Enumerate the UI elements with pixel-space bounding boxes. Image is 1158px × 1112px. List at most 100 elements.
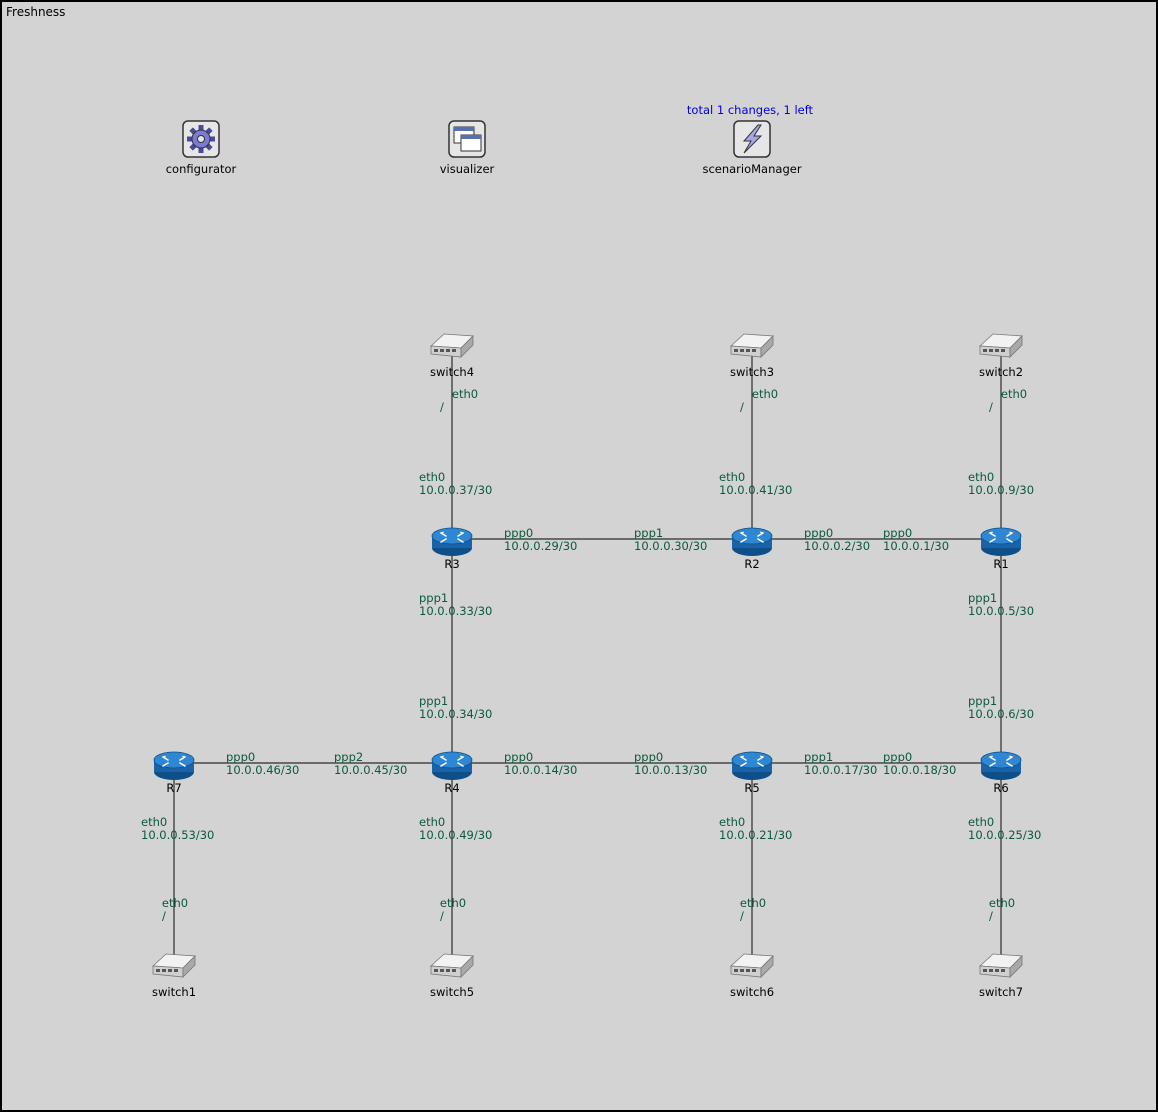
interface-name: ppp0 bbox=[634, 750, 663, 764]
configurator-label: configurator bbox=[166, 162, 237, 176]
interface-name: ppp1 bbox=[634, 526, 663, 540]
interface-address: 10.0.0.17/30 bbox=[804, 763, 877, 777]
interface-name: ppp1 bbox=[419, 694, 448, 708]
interface-name: eth0 bbox=[752, 387, 778, 401]
interface-address: 10.0.0.2/30 bbox=[804, 539, 870, 553]
switch6-label: switch6 bbox=[730, 985, 774, 999]
visualizer-module[interactable]: visualizer bbox=[440, 120, 495, 176]
interface-name: eth0 bbox=[989, 896, 1015, 910]
gear-icon bbox=[182, 120, 220, 158]
switch3-node[interactable]: switch3 bbox=[730, 333, 774, 379]
interface-name: eth0 bbox=[162, 896, 188, 910]
interface-name: ppp0 bbox=[226, 750, 255, 764]
switch4-label: switch4 bbox=[430, 365, 474, 379]
interface-address: / bbox=[740, 909, 744, 923]
switch2-node[interactable]: switch2 bbox=[979, 333, 1023, 379]
interface-address: / bbox=[989, 909, 993, 923]
R2-label: R2 bbox=[744, 557, 759, 571]
router-icon bbox=[153, 751, 195, 780]
scenarioManager-module[interactable]: scenarioManager total 1 changes, 1 left bbox=[687, 103, 814, 176]
interface-address: 10.0.0.34/30 bbox=[419, 707, 492, 721]
R3-node[interactable]: R3 bbox=[431, 527, 473, 571]
R7-node[interactable]: R7 bbox=[153, 751, 195, 795]
interface-address: 10.0.0.13/30 bbox=[634, 763, 707, 777]
links-layer: eth0/eth010.0.0.37/30eth0/eth010.0.0.41/… bbox=[141, 347, 1041, 967]
switch-icon bbox=[979, 953, 1023, 978]
switch6-node[interactable]: switch6 bbox=[730, 953, 774, 999]
switch5-label: switch5 bbox=[430, 985, 474, 999]
interface-address: 10.0.0.21/30 bbox=[719, 828, 792, 842]
R6-label: R6 bbox=[993, 781, 1008, 795]
R1-label: R1 bbox=[993, 557, 1008, 571]
interface-name: eth0 bbox=[440, 896, 466, 910]
interface-name: ppp0 bbox=[883, 526, 912, 540]
interface-name: ppp1 bbox=[419, 591, 448, 605]
router-icon bbox=[731, 751, 773, 780]
network-title: Freshness bbox=[6, 5, 66, 19]
switch1-node[interactable]: switch1 bbox=[152, 953, 196, 999]
interface-name: ppp0 bbox=[883, 750, 912, 764]
interface-address: 10.0.0.37/30 bbox=[419, 483, 492, 497]
scenarioManager-label: scenarioManager bbox=[702, 162, 801, 176]
interface-address: 10.0.0.1/30 bbox=[883, 539, 949, 553]
R4-label: R4 bbox=[444, 781, 459, 795]
interface-name: eth0 bbox=[1001, 387, 1027, 401]
scenario-status-text: total 1 changes, 1 left bbox=[687, 103, 814, 117]
configurator-module[interactable]: configurator bbox=[166, 120, 237, 176]
interface-address: / bbox=[440, 909, 444, 923]
interface-address: / bbox=[440, 400, 444, 414]
interface-address: / bbox=[989, 400, 993, 414]
switch4-node[interactable]: switch4 bbox=[430, 333, 474, 379]
router-icon bbox=[980, 527, 1022, 556]
interface-address: / bbox=[740, 400, 744, 414]
switch-icon bbox=[430, 333, 474, 358]
interface-name: eth0 bbox=[419, 815, 445, 829]
interface-name: eth0 bbox=[452, 387, 478, 401]
interface-address: 10.0.0.45/30 bbox=[334, 763, 407, 777]
switch5-node[interactable]: switch5 bbox=[430, 953, 474, 999]
lightning-icon bbox=[733, 120, 771, 158]
interface-address: 10.0.0.6/30 bbox=[968, 707, 1034, 721]
interface-address: 10.0.0.49/30 bbox=[419, 828, 492, 842]
interface-name: eth0 bbox=[740, 896, 766, 910]
interface-address: 10.0.0.25/30 bbox=[968, 828, 1041, 842]
router-icon bbox=[980, 751, 1022, 780]
switch-icon bbox=[979, 333, 1023, 358]
R6-node[interactable]: R6 bbox=[980, 751, 1022, 795]
R1-node[interactable]: R1 bbox=[980, 527, 1022, 571]
R5-node[interactable]: R5 bbox=[731, 751, 773, 795]
R5-label: R5 bbox=[744, 781, 759, 795]
interface-address: 10.0.0.29/30 bbox=[504, 539, 577, 553]
switch1-label: switch1 bbox=[152, 985, 196, 999]
router-icon bbox=[431, 527, 473, 556]
router-icon bbox=[731, 527, 773, 556]
interface-name: eth0 bbox=[968, 470, 994, 484]
interface-name: eth0 bbox=[141, 815, 167, 829]
interface-address: 10.0.0.46/30 bbox=[226, 763, 299, 777]
interface-address: 10.0.0.30/30 bbox=[634, 539, 707, 553]
switch3-label: switch3 bbox=[730, 365, 774, 379]
R2-node[interactable]: R2 bbox=[731, 527, 773, 571]
R3-label: R3 bbox=[444, 557, 459, 571]
switch7-node[interactable]: switch7 bbox=[979, 953, 1023, 999]
R7-label: R7 bbox=[166, 781, 181, 795]
interface-name: eth0 bbox=[719, 470, 745, 484]
interface-address: 10.0.0.9/30 bbox=[968, 483, 1034, 497]
switch2-label: switch2 bbox=[979, 365, 1023, 379]
interface-name: eth0 bbox=[719, 815, 745, 829]
interface-address: 10.0.0.18/30 bbox=[883, 763, 956, 777]
interface-name: ppp1 bbox=[968, 694, 997, 708]
switch-icon bbox=[152, 953, 196, 978]
interface-name: eth0 bbox=[419, 470, 445, 484]
interface-name: ppp0 bbox=[504, 526, 533, 540]
interface-address: 10.0.0.41/30 bbox=[719, 483, 792, 497]
interface-name: eth0 bbox=[968, 815, 994, 829]
R4-node[interactable]: R4 bbox=[431, 751, 473, 795]
visualizer-label: visualizer bbox=[440, 162, 495, 176]
interface-name: ppp2 bbox=[334, 750, 363, 764]
router-icon bbox=[431, 751, 473, 780]
interface-name: ppp1 bbox=[968, 591, 997, 605]
interface-address: 10.0.0.33/30 bbox=[419, 604, 492, 618]
